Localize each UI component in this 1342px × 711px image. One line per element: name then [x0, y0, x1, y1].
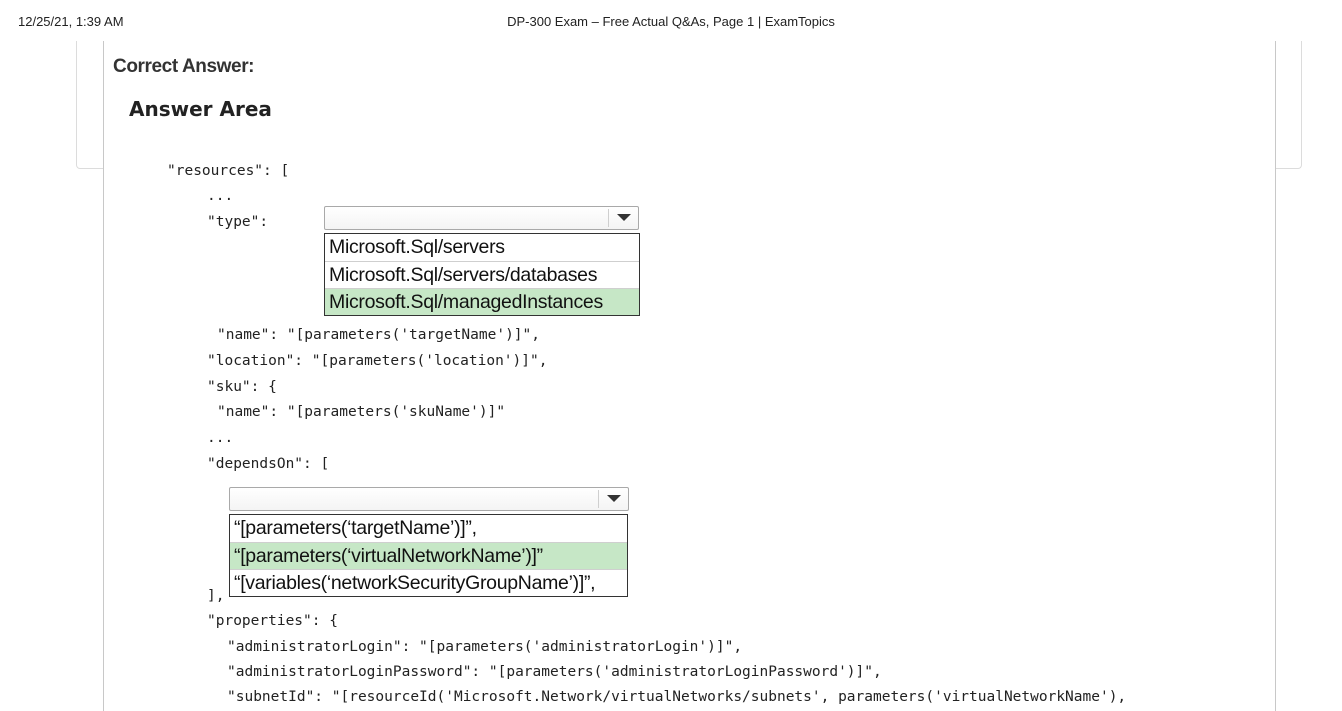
code-line-admin-password: "administratorLoginPassword": "[paramete…	[227, 664, 882, 680]
code-line-depends-on: "dependsOn": [	[207, 456, 330, 472]
code-line-type: "type":	[207, 214, 269, 230]
answer-area-title: Answer Area	[129, 97, 272, 121]
code-line-ellipsis: ...	[207, 430, 234, 446]
type-dropdown[interactable]	[324, 206, 639, 230]
chevron-down-icon	[607, 495, 621, 502]
type-option-list: Microsoft.Sql/servers Microsoft.Sql/serv…	[324, 233, 640, 316]
code-line-location: "location": "[parameters('location')]",	[207, 353, 548, 369]
print-header: 12/25/21, 1:39 AM DP-300 Exam – Free Act…	[0, 14, 1342, 32]
type-option-servers[interactable]: Microsoft.Sql/servers	[329, 236, 505, 258]
code-line-name: "name": "[parameters('targetName')]",	[217, 327, 541, 343]
code-line-close-bracket: ],	[207, 588, 225, 604]
code-line-resources: "resources": [	[167, 163, 290, 179]
print-page-title: DP-300 Exam – Free Actual Q&As, Page 1 |…	[507, 14, 835, 29]
chevron-down-icon	[617, 214, 631, 221]
depends-option-target-name[interactable]: “[parameters(‘targetName’)]”,	[234, 517, 477, 539]
code-line-ellipsis: ...	[207, 188, 234, 204]
code-line-properties: "properties": {	[207, 613, 338, 629]
code-line-sku-name: "name": "[parameters('skuName')]"	[217, 404, 506, 420]
print-datetime: 12/25/21, 1:39 AM	[18, 14, 124, 29]
type-option-managed-instances[interactable]: Microsoft.Sql/managedInstances	[325, 288, 639, 315]
code-line-subnet-id: "subnetId": "[resourceId('Microsoft.Netw…	[227, 689, 1127, 705]
depends-option-virtual-network-name[interactable]: “[parameters(‘virtualNetworkName’)]”	[230, 542, 627, 569]
correct-answer-label: Correct Answer:	[113, 56, 255, 77]
depends-on-dropdown[interactable]	[229, 487, 629, 511]
depends-on-option-list: “[parameters(‘targetName’)]”, “[paramete…	[229, 514, 628, 597]
depends-option-nsg-name[interactable]: “[variables(‘networkSecurityGroupName’)]…	[230, 569, 627, 596]
type-option-databases[interactable]: Microsoft.Sql/servers/databases	[325, 261, 639, 288]
code-line-admin-login: "administratorLogin": "[parameters('admi…	[227, 639, 743, 655]
type-dropdown-button[interactable]	[608, 209, 636, 227]
depends-on-dropdown-button[interactable]	[598, 490, 626, 508]
answer-panel	[103, 41, 1276, 711]
code-line-sku: "sku": {	[207, 379, 277, 395]
